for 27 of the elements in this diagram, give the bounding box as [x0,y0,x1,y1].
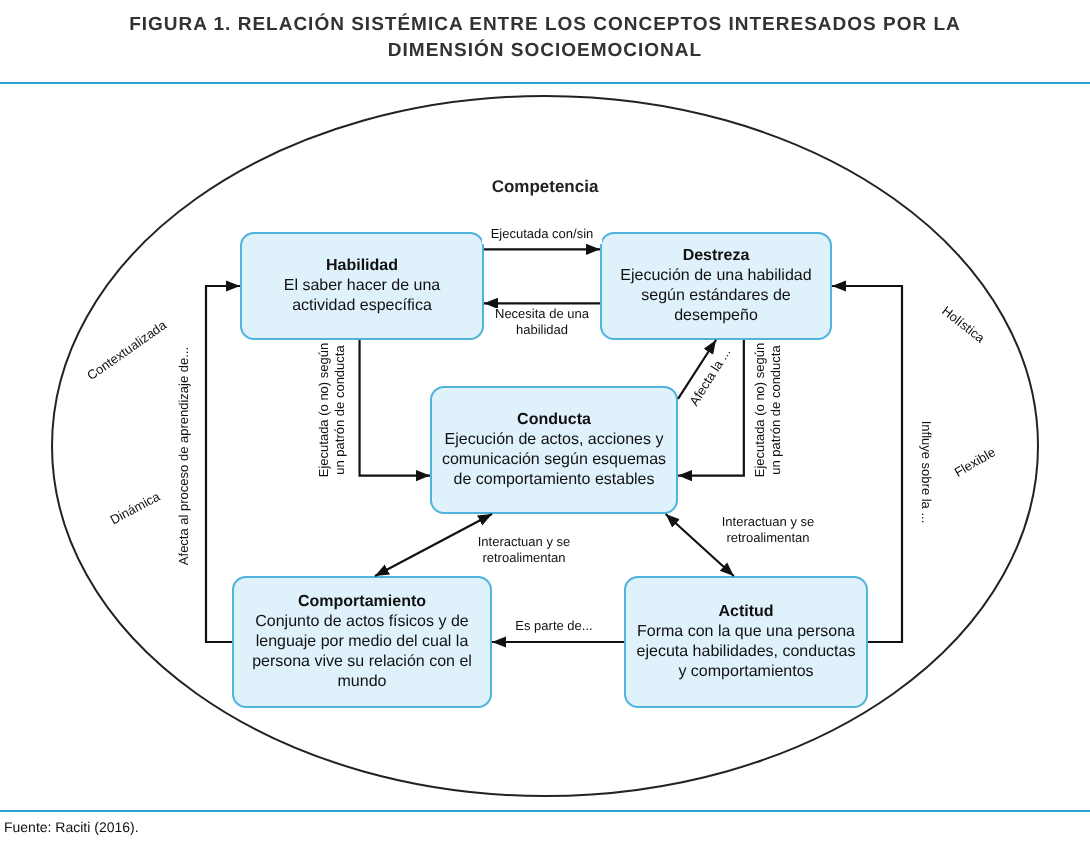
arrow [484,243,600,255]
box-heading: Destreza [682,246,750,266]
arrow [204,280,240,644]
box-text: El saber hacer de una actividad específica [281,276,443,316]
arrow [492,636,624,648]
arrow [677,339,717,400]
box-heading: Habilidad [325,256,398,276]
box-text: Conjunto de actos físicos y de lenguaje por medio del cual la persona vive su relación con el mundo [250,612,474,692]
group-title: Competencia [491,174,599,200]
arrow [678,340,745,482]
box-text: Ejecución de una habilidad según estándares de desempeño [618,266,814,326]
concept-box [430,386,678,514]
box-heading: Actitud [718,602,774,622]
box-text: Forma con la que una persona ejecuta habilidades, conductas y comportamientos [634,622,858,682]
figure-title: FIGURA 1. RELACIÓN SISTÉMICA ENTRE LOS CONCEPTOS INTERESADOS POR LA DIMENSIÓN SOCIOEMOCIONAL [127,12,963,64]
box-heading: Comportamiento [298,592,426,612]
arrow [358,340,430,482]
concept-box [600,232,832,340]
arrow [664,513,735,577]
arrow [484,297,600,309]
arrow [832,280,904,644]
concept-box [240,232,484,340]
box-text: Ejecución de actos, acciones y comunicación según esquemas de comportamiento estables [440,430,668,490]
arrow [374,513,493,577]
concept-box [232,576,492,708]
box-heading: Conducta [517,410,591,430]
concept-box [624,576,868,708]
